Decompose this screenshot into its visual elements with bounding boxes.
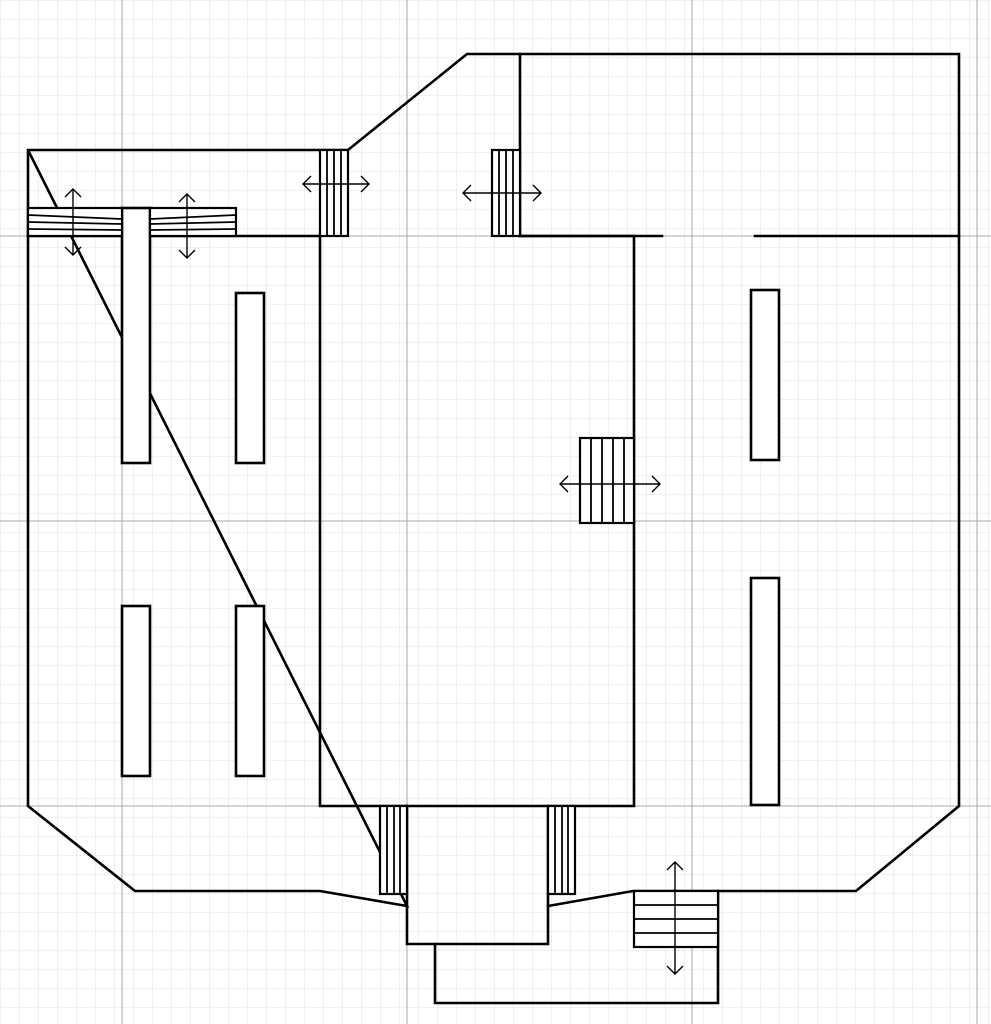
- shelf-east-2[interactable]: [749, 576, 781, 807]
- shelf-west-1[interactable]: [120, 206, 152, 465]
- stair-south-west[interactable]: [378, 804, 409, 896]
- shelf-east-1[interactable]: [749, 288, 781, 462]
- shelf-west-4[interactable]: [234, 604, 266, 778]
- stair-tread: [27, 214, 123, 220]
- double-arrow-horizontal-icon: [462, 184, 542, 202]
- stair-outline: [578, 436, 636, 525]
- shelf-west-2[interactable]: [234, 291, 266, 465]
- staircases: [26, 148, 720, 975]
- stair-tread: [149, 221, 237, 225]
- double-arrow-horizontal-icon: [559, 475, 661, 493]
- stair-west-platform[interactable]: [26, 188, 238, 259]
- double-arrow-vertical-icon: [666, 861, 684, 975]
- shelves: [120, 206, 781, 807]
- stair-north-west[interactable]: [302, 148, 370, 238]
- stair-tread: [27, 228, 123, 231]
- stair-center-east[interactable]: [559, 436, 661, 525]
- double-arrow-horizontal-icon: [302, 175, 370, 193]
- stair-south-exit[interactable]: [632, 861, 720, 975]
- stair-tread: [149, 228, 237, 231]
- double-arrow-vertical-icon: [64, 188, 82, 256]
- stair-tread: [149, 214, 237, 220]
- stair-tread: [27, 221, 123, 225]
- double-arrow-vertical-icon: [178, 193, 196, 259]
- stair-south-east[interactable]: [546, 804, 577, 896]
- shelf-west-3[interactable]: [120, 604, 152, 778]
- stair-north-center[interactable]: [462, 148, 542, 238]
